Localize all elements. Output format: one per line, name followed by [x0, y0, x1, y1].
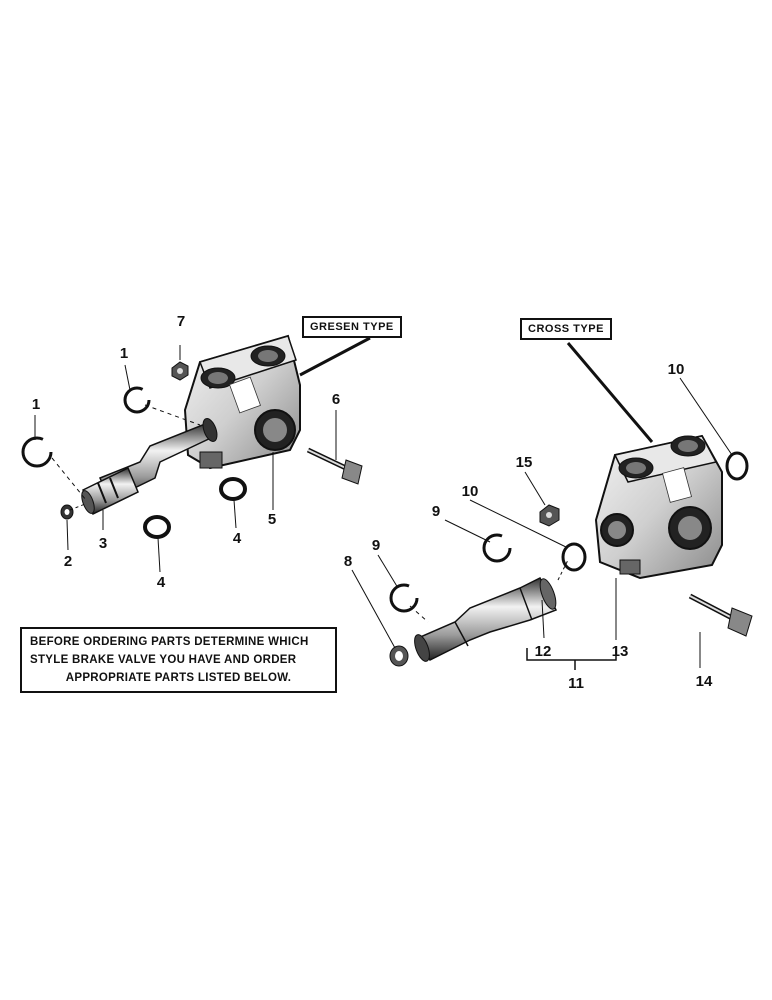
bolt-6 [306, 447, 363, 485]
snap-ring-9-lower [389, 583, 419, 613]
callout-11: 11 [568, 675, 584, 692]
callout-12: 12 [535, 643, 552, 660]
callout-8: 8 [344, 553, 352, 570]
washer-2 [60, 504, 74, 520]
cross-leader-lines [351, 342, 733, 670]
nut-15 [539, 504, 560, 527]
callout-15: 15 [516, 454, 533, 471]
gresen-type-label: GRESEN TYPE [302, 316, 402, 338]
washer-8 [389, 645, 409, 667]
ordering-note-line-1: BEFORE ORDERING PARTS DETERMINE WHICH [30, 636, 309, 648]
bolt-14 [688, 593, 753, 637]
callout-10-left: 10 [462, 483, 479, 500]
o-ring-10-right [725, 451, 749, 481]
o-ring-4-upper [219, 477, 247, 501]
callout-14: 14 [696, 673, 713, 690]
callout-4-upper: 4 [233, 530, 242, 547]
cross-spool [414, 576, 558, 662]
cross-valve-body [594, 434, 723, 580]
callout-2: 2 [64, 553, 72, 570]
snap-ring-1-upper [123, 386, 151, 414]
callout-1-upper: 1 [120, 345, 128, 362]
snap-ring-9-upper [482, 533, 512, 563]
callout-4-lower: 4 [157, 574, 166, 591]
gresen-leader-lines [34, 336, 371, 573]
callout-6: 6 [332, 391, 340, 408]
callout-9-lower: 9 [372, 537, 380, 554]
gresen-valve-body [183, 334, 301, 470]
callout-9-upper: 9 [432, 503, 440, 520]
callout-3: 3 [99, 535, 107, 552]
ordering-note: BEFORE ORDERING PARTS DETERMINE WHICH ST… [20, 627, 337, 693]
callout-5: 5 [268, 511, 276, 528]
callout-1-lower: 1 [32, 396, 40, 413]
callout-7: 7 [177, 313, 185, 330]
snap-ring-1-lower [21, 436, 53, 468]
ordering-note-line-3: APPROPRIATE PARTS LISTED BELOW. [65, 672, 292, 684]
callout-numbers: 7 1 1 6 5 4 4 2 3 10 15 10 9 9 8 12 13 1… [32, 313, 713, 692]
o-ring-10-left [561, 542, 587, 572]
ordering-note-line-2: STYLE BRAKE VALVE YOU HAVE AND ORDER [30, 654, 297, 666]
gresen-spool [81, 418, 218, 516]
callout-13: 13 [612, 643, 629, 660]
nut-7 [171, 361, 189, 381]
o-ring-4-lower [143, 515, 171, 539]
cross-type-label: CROSS TYPE [520, 318, 612, 340]
callout-10-right: 10 [668, 361, 685, 378]
